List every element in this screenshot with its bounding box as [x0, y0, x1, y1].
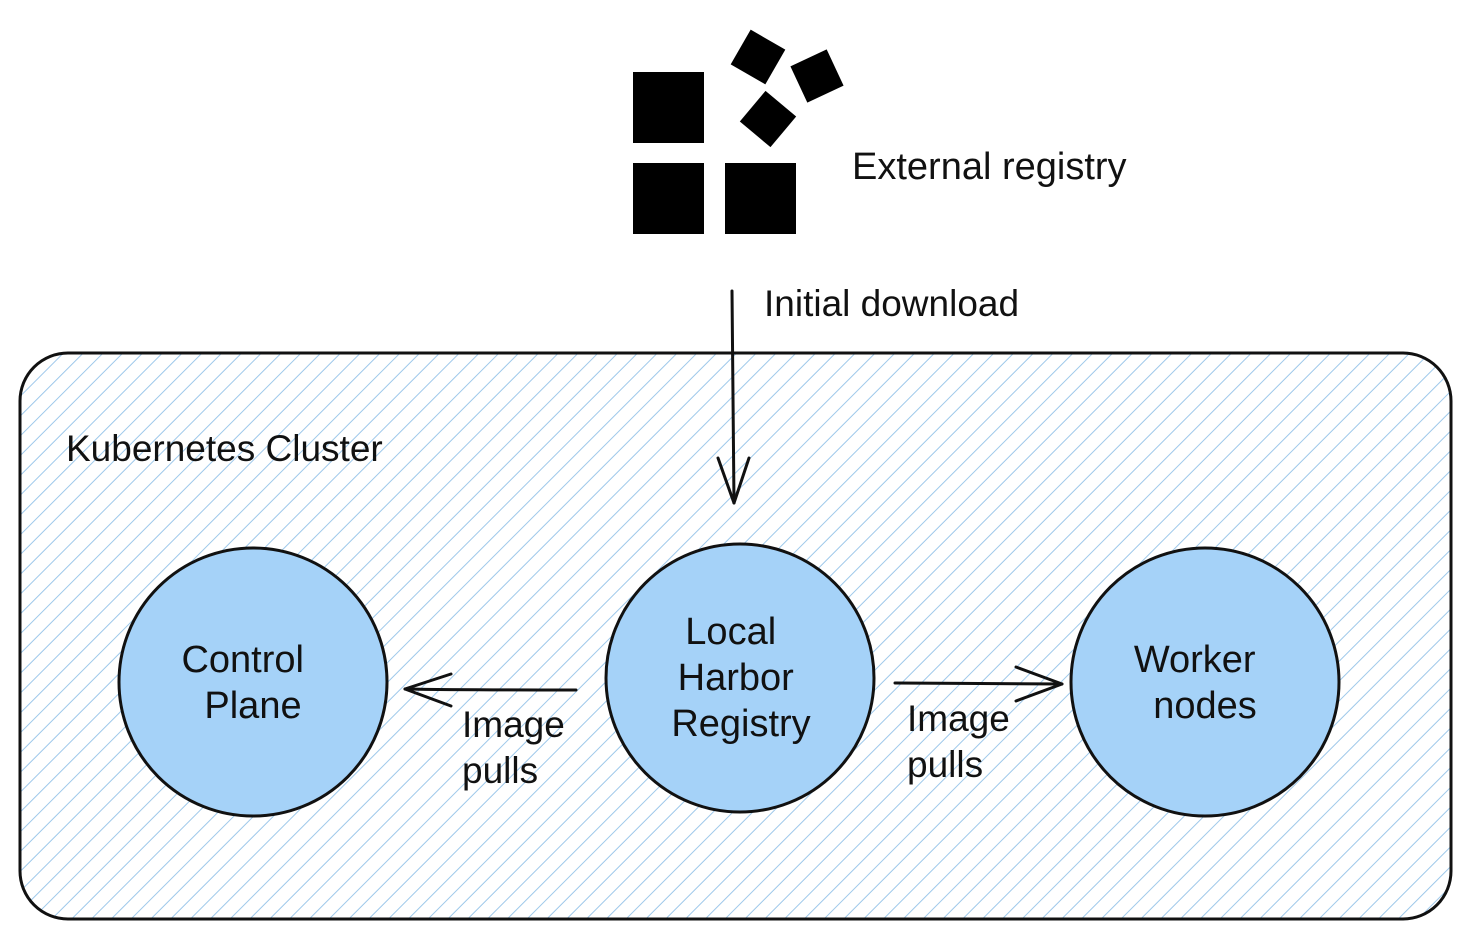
image-pulls-left-line-1: Image — [462, 704, 565, 745]
image-pulls-label-left: Image pulls — [462, 704, 575, 791]
image-pulls-right-line-1: Image — [907, 698, 1010, 739]
image-pulls-left-line-2: pulls — [462, 750, 538, 791]
arrow-harbor-to-worker-nodes — [893, 665, 1064, 703]
control-plane-label-line-1: Control — [181, 639, 304, 681]
initial-download-label: Initial download — [764, 283, 1019, 324]
external-registry-label: External registry — [852, 146, 1127, 188]
worker-nodes-label-line-1: Worker — [1134, 639, 1256, 681]
image-pulls-label-right: Image pulls — [907, 698, 1020, 785]
kubernetes-cluster-label: Kubernetes Cluster — [66, 428, 383, 469]
harbor-label-line-3: Registry — [671, 703, 810, 745]
harbor-label-line-2: Harbor — [678, 657, 794, 699]
worker-nodes-label-line-2: nodes — [1153, 685, 1257, 727]
cubes-icon — [633, 29, 844, 234]
svg-text:Local Harbor Regis: Local Harbor Registry — [671, 611, 810, 745]
control-plane-label-line-2: Plane — [204, 685, 301, 727]
node-control-plane: Control Plane — [117, 546, 389, 818]
image-pulls-right-line-2: pulls — [907, 744, 983, 785]
initial-download-arrow — [716, 289, 751, 505]
harbor-label-line-1: Local — [685, 611, 776, 653]
node-local-harbor-registry: Local Harbor Registry — [604, 542, 876, 814]
node-worker-nodes: Worker nodes — [1069, 546, 1341, 818]
arrow-harbor-to-control-plane — [403, 672, 578, 708]
svg-text:Worker nodes: Worker nodes — [1134, 639, 1266, 727]
svg-text:Control Plane: Control Plane — [181, 639, 314, 727]
